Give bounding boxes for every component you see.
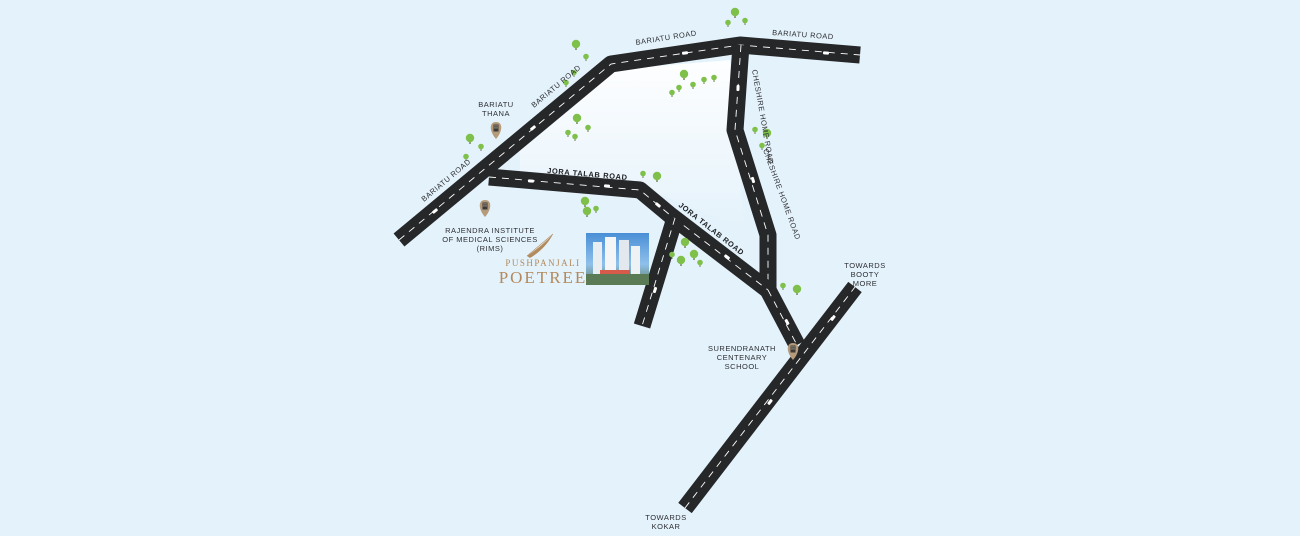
- landmark-label: CENTENARY: [717, 353, 768, 362]
- tree-icon: [571, 39, 581, 50]
- tree-icon: [465, 133, 475, 144]
- landmark-school: SURENDRANATH CENTENARY SCHOOL: [708, 344, 776, 371]
- car-icon: [655, 202, 661, 208]
- landmark-kokar: TOWARDS KOKAR: [645, 513, 686, 531]
- tree-icon: [593, 205, 599, 213]
- landmark-bariatu-thana: BARIATU THANA: [478, 100, 513, 118]
- car-icon: [736, 84, 740, 92]
- tree-icon: [697, 259, 703, 267]
- car-icons: [432, 51, 836, 405]
- car-icon: [652, 286, 658, 294]
- feather-icon: [527, 234, 553, 258]
- landmark-label: THANA: [482, 109, 510, 118]
- tree-icon: [792, 284, 802, 295]
- direction-label: TOWARDS: [844, 261, 885, 270]
- tree-icon: [730, 7, 740, 18]
- direction-label: TOWARDS: [645, 513, 686, 522]
- road-label-bariatu: BARIATU ROAD: [772, 28, 834, 41]
- building-pin-icon: [479, 200, 491, 217]
- direction-label: BOOTY: [851, 270, 880, 279]
- car-icon: [822, 51, 830, 55]
- direction-label: MORE: [853, 279, 878, 288]
- landmark-label: BARIATU: [478, 100, 513, 109]
- car-icon: [767, 399, 773, 405]
- tree-icon: [583, 53, 589, 61]
- landmark-booty-more: TOWARDS BOOTY MORE: [844, 261, 885, 288]
- landmark-label: (RIMS): [477, 244, 504, 253]
- tree-icon: [680, 237, 690, 248]
- tree-icon: [742, 17, 748, 25]
- car-icon: [681, 51, 689, 55]
- road-booty-kokar: [678, 281, 862, 514]
- car-icon: [527, 179, 535, 183]
- landmark-rims: RAJENDRA INSTITUTE OF MEDICAL SCIENCES (…: [442, 226, 538, 253]
- road-network: [393, 36, 862, 514]
- tree-icon: [676, 255, 686, 266]
- brand-small: PUSHPANJALI: [505, 258, 580, 268]
- car-icon: [724, 254, 730, 260]
- tree-icon: [689, 249, 699, 260]
- brand-logo: PUSHPANJALI POETREE: [499, 233, 588, 287]
- building-pin-icon: [490, 122, 502, 139]
- car-icon: [830, 315, 836, 321]
- car-icon: [750, 176, 756, 184]
- landmark-label: SURENDRANATH: [708, 344, 776, 353]
- landmark-label: RAJENDRA INSTITUTE: [445, 226, 535, 235]
- tree-icon: [478, 143, 484, 151]
- landmark-label: OF MEDICAL SCIENCES: [442, 235, 538, 244]
- tree-icon: [582, 206, 592, 217]
- landmark-label: SCHOOL: [725, 362, 760, 371]
- brand-big: POETREE: [499, 268, 588, 287]
- direction-label: KOKAR: [652, 522, 681, 531]
- car-icon: [784, 318, 790, 326]
- tree-icon: [580, 196, 590, 207]
- tree-icon: [780, 282, 786, 290]
- car-icon: [603, 184, 611, 188]
- tree-icon: [725, 19, 731, 27]
- building-photo: [586, 233, 649, 285]
- car-icon: [530, 125, 536, 131]
- car-icon: [432, 208, 438, 214]
- tree-icon: [752, 126, 758, 134]
